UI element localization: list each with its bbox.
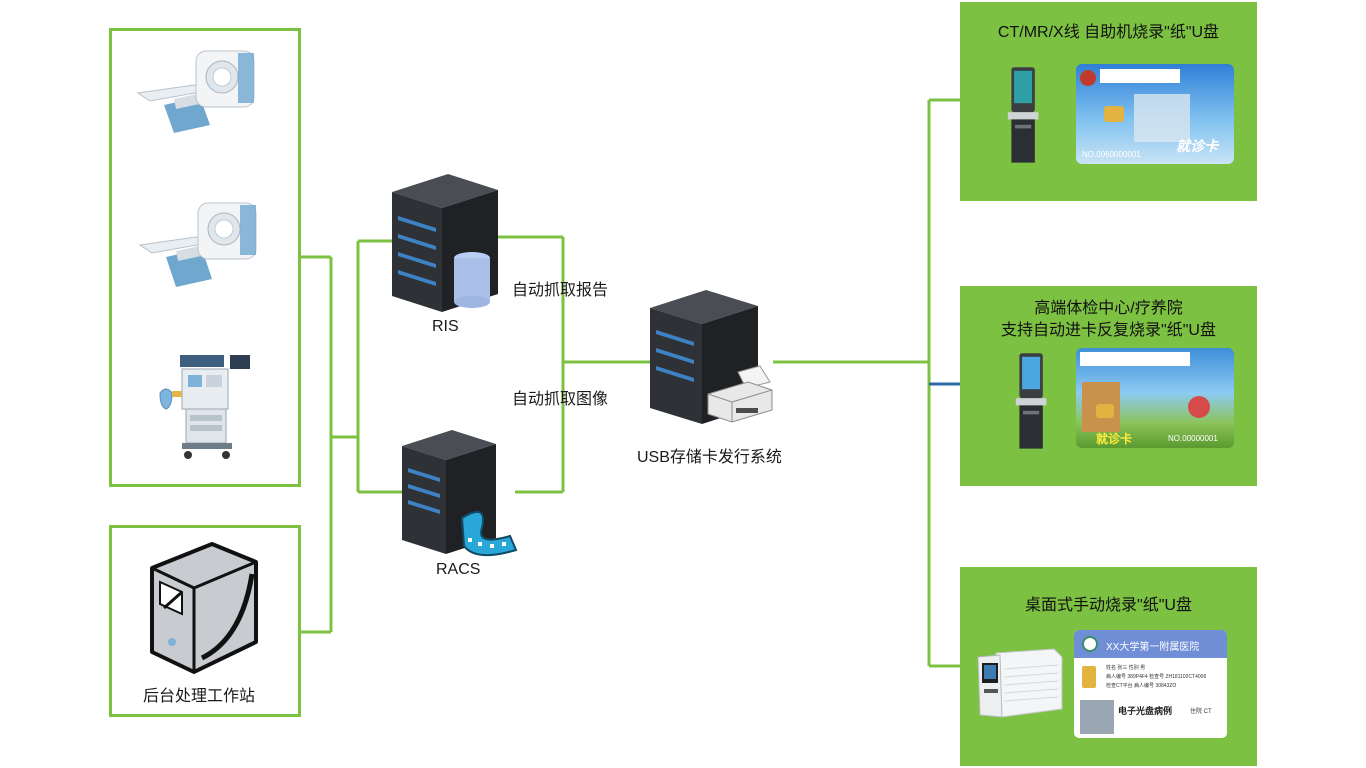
hospital-building-graphic: [1080, 700, 1114, 734]
patient-card-image: 就诊卡 NO.00000001: [1076, 348, 1234, 448]
hospital-logo-icon: [1080, 70, 1096, 86]
card-number: NO.0060000001: [1082, 150, 1141, 159]
panel-title-line: 支持自动进卡反复烧录"纸"U盘: [1001, 322, 1216, 339]
anesthesia-machine-icon: [159, 355, 250, 459]
card-fields: 姓名 张三 性别 男 病人编号 389P4F4 检查号 ZH181102CT40…: [1106, 664, 1206, 691]
self-service-kiosk-icon: [1007, 67, 1039, 163]
medical-record-card-image: XX大学第一附属医院 姓名 张三 性别 男 病人编号 389P4F4 检查号 Z…: [1074, 630, 1227, 738]
ct-scanner-icon: [136, 50, 255, 133]
self-service-kiosk-icon: [1015, 353, 1047, 449]
card-dept: 住院 CT: [1190, 709, 1212, 715]
card-field: 病人编号 389P4F4 检查号 ZH181102CT4006: [1106, 674, 1207, 680]
panel-title-line: 高端体检中心/疗养院: [1034, 300, 1183, 317]
ct-scanner-icon: [138, 202, 257, 287]
card-caption: 电子光盘病例: [1118, 706, 1173, 716]
workstation-box: 后台处理工作站: [109, 525, 301, 717]
workstation-label: 后台处理工作站: [143, 688, 256, 705]
hospital-logo-icon: [1082, 636, 1098, 652]
card-title-text: 就诊卡: [1096, 432, 1133, 446]
card-field: 姓名 张三 性别 男: [1106, 665, 1146, 671]
racs-server-icon: [402, 430, 518, 557]
desktop-card-printer-icon: [977, 648, 1063, 718]
panel-title: CT/MR/X线 自助机烧录"纸"U盘: [960, 22, 1257, 44]
panel-title: 桌面式手动烧录"纸"U盘: [960, 595, 1257, 617]
card-chip-icon: [1082, 666, 1096, 688]
card-title-text: 就诊卡: [1176, 138, 1218, 154]
card-name-strip: [1100, 69, 1180, 83]
ris-server-icon: [392, 174, 498, 312]
usb-system-label: USB存储卡发行系统: [637, 449, 782, 466]
panel-title-line: 桌面式手动烧录"纸"U盘: [1025, 597, 1192, 614]
ris-label: RIS: [432, 318, 459, 335]
card-name-strip: [1080, 352, 1190, 366]
panel-title: 高端体检中心/疗养院 支持自动进卡反复烧录"纸"U盘: [960, 298, 1257, 342]
card-header-bar: [1074, 630, 1227, 658]
ris-link-label: 自动抓取报告: [512, 282, 609, 299]
card-hospital-name: XX大学第一附属医院: [1106, 642, 1200, 653]
workstation-pc-icon: [150, 542, 258, 674]
panel-kiosk-burn: CT/MR/X线 自助机烧录"纸"U盘 就诊卡 NO.0060000001: [960, 2, 1257, 201]
card-field: 检查CT平台 病人编号 30843ZO: [1106, 683, 1177, 689]
patient-card-image: 就诊卡 NO.0060000001: [1076, 64, 1234, 164]
racs-link-label: 自动抓取图像: [512, 391, 609, 408]
panel-title-line: CT/MR/X线 自助机烧录"纸"U盘: [997, 24, 1220, 41]
device-group-box: [109, 28, 301, 487]
panel-checkup-center: 高端体检中心/疗养院 支持自动进卡反复烧录"纸"U盘 就诊卡 NO.000000…: [960, 286, 1257, 486]
card-chip-icon: [1104, 106, 1124, 122]
racs-label: RACS: [436, 561, 481, 578]
panel-desktop-burn: 桌面式手动烧录"纸"U盘 XX大学第一附属医院 姓名 张三 性别 男 病人编号 …: [960, 567, 1257, 766]
hospital-building-graphic: [1134, 94, 1190, 142]
tree-graphic: [1188, 396, 1210, 418]
usb-server-icon: [650, 290, 773, 424]
card-number: NO.00000001: [1168, 434, 1218, 443]
card-chip-icon: [1096, 404, 1114, 418]
